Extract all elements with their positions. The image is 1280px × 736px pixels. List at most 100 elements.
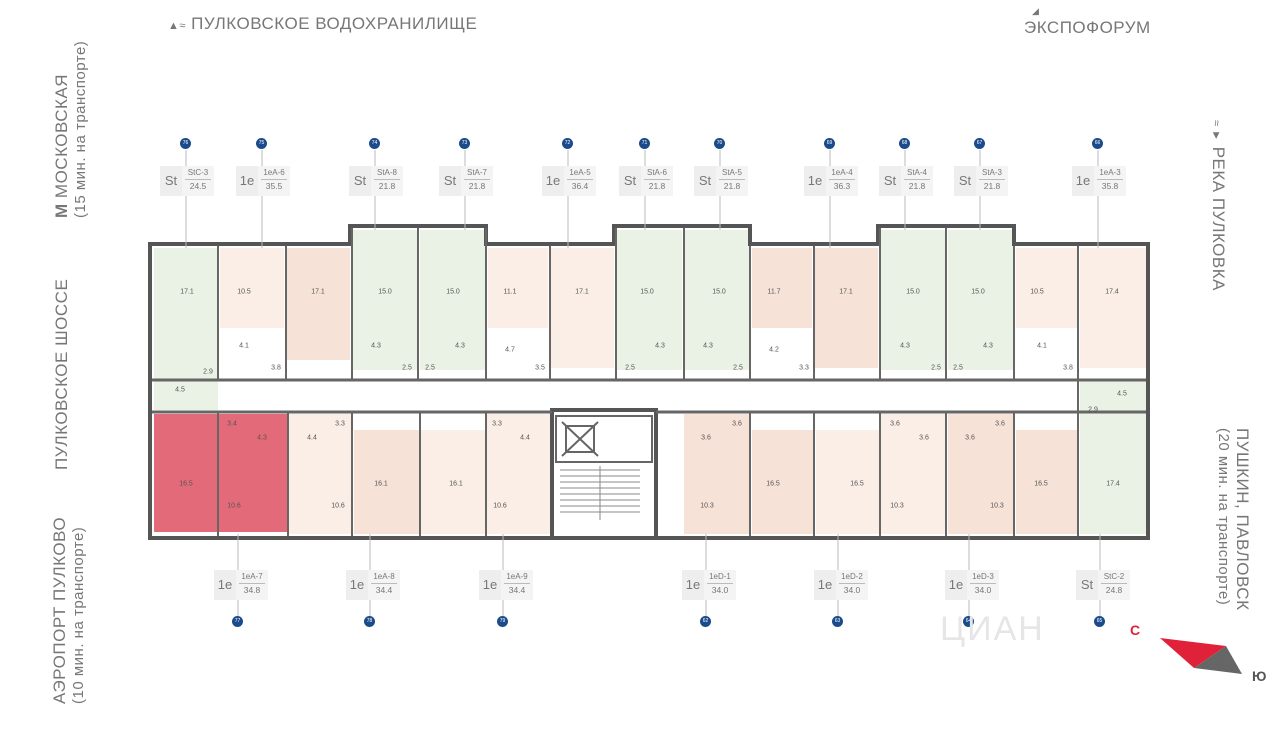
room-area: 17.1 <box>180 288 194 296</box>
water-icon: ▲≈ <box>168 20 186 32</box>
room-area: 17.1 <box>575 288 589 296</box>
room-area: 3.4 <box>227 420 237 428</box>
unit-72-fill-a <box>488 248 548 328</box>
unit-pin[interactable]: 70 <box>714 138 725 149</box>
room-area: 15.0 <box>378 288 392 296</box>
room-area: 4.1 <box>1037 342 1047 350</box>
unit-pin[interactable]: 78 <box>364 616 375 627</box>
unit-pin[interactable]: 76 <box>180 138 191 149</box>
unit-63-fill-b <box>880 414 946 534</box>
compass-north-label: С <box>1130 622 1141 638</box>
unit-pin[interactable]: 62 <box>700 616 711 627</box>
room-area: 3.5 <box>535 364 545 372</box>
unit-70-fill <box>684 230 750 370</box>
reservoir-label: ПУЛКОВСКОЕ ВОДОХРАНИЛИЩЕ <box>191 14 478 33</box>
room-area: 16.5 <box>179 480 193 488</box>
unit-76-fill <box>154 248 218 410</box>
room-area: 10.3 <box>700 502 714 510</box>
unit-pin[interactable]: 68 <box>899 138 910 149</box>
unit-65-fill <box>1080 380 1146 534</box>
unit-pin[interactable]: 79 <box>497 616 508 627</box>
room-area: 16.5 <box>1034 480 1048 488</box>
room-area: 15.0 <box>971 288 985 296</box>
room-area: 17.4 <box>1105 288 1119 296</box>
room-area: 15.0 <box>640 288 654 296</box>
unit-pin[interactable]: 74 <box>369 138 380 149</box>
unit-78-fill-a <box>288 414 352 534</box>
unit-69-fill-a <box>752 248 812 328</box>
room-area: 15.0 <box>906 288 920 296</box>
room-area: 4.7 <box>505 346 515 354</box>
unit-pin[interactable]: 75 <box>256 138 267 149</box>
room-area: 3.6 <box>732 420 742 428</box>
unit-pin[interactable]: 77 <box>232 616 243 627</box>
top-right-label: ◢ ЭКСПОФОРУМ <box>1024 6 1151 37</box>
room-area: 15.0 <box>712 288 726 296</box>
room-area: 4.1 <box>239 342 249 350</box>
room-area: 17.1 <box>311 288 325 296</box>
unit-pin[interactable]: 73 <box>459 138 470 149</box>
room-area: 3.8 <box>271 364 281 372</box>
room-area: 17.4 <box>1106 480 1120 488</box>
room-area: 3.3 <box>492 420 502 428</box>
unit-74-fill <box>352 230 418 370</box>
unit-pin[interactable]: 66 <box>1092 138 1103 149</box>
unit-72-fill-b <box>550 248 614 368</box>
room-area: 16.5 <box>850 480 864 488</box>
room-area: 3.8 <box>1063 364 1073 372</box>
room-area: 16.1 <box>374 480 388 488</box>
unit-69-fill-b <box>814 248 878 368</box>
unit-77-highlight <box>154 414 288 532</box>
unit-pin[interactable]: 72 <box>562 138 573 149</box>
room-area: 4.2 <box>769 346 779 354</box>
room-area: 4.3 <box>655 342 665 350</box>
unit-79-fill-a <box>420 430 486 534</box>
unit-71-fill <box>616 230 682 370</box>
unit-pin[interactable]: 67 <box>974 138 985 149</box>
stairs <box>560 466 640 520</box>
unit-64-fill-b <box>1016 430 1078 534</box>
room-area: 4.3 <box>371 342 381 350</box>
room-area: 10.3 <box>890 502 904 510</box>
room-area: 16.1 <box>449 480 463 488</box>
unit-pin[interactable]: 64 <box>963 616 974 627</box>
room-area: 3.6 <box>890 420 900 428</box>
unit-78-fill-b <box>354 430 420 534</box>
unit-62-fill-b <box>752 430 814 534</box>
room-area: 4.3 <box>257 434 267 442</box>
room-area: 10.3 <box>990 502 1004 510</box>
room-area: 11.1 <box>503 288 517 296</box>
room-area: 2.5 <box>733 364 743 372</box>
unit-63-fill-a <box>816 430 880 534</box>
room-area: 3.6 <box>995 420 1005 428</box>
unit-pin[interactable]: 63 <box>832 616 843 627</box>
unit-pin[interactable]: 65 <box>1094 616 1105 627</box>
arrow-icon: ◢ <box>1032 6 1040 16</box>
room-area: 4.4 <box>520 434 530 442</box>
compass-icon <box>1160 638 1242 674</box>
room-area: 2.9 <box>1088 406 1098 414</box>
room-area: 3.3 <box>799 364 809 372</box>
unit-pin[interactable]: 69 <box>824 138 835 149</box>
apartment-fills <box>154 230 1146 534</box>
unit-pin[interactable]: 71 <box>639 138 650 149</box>
room-area: 2.5 <box>953 364 963 372</box>
